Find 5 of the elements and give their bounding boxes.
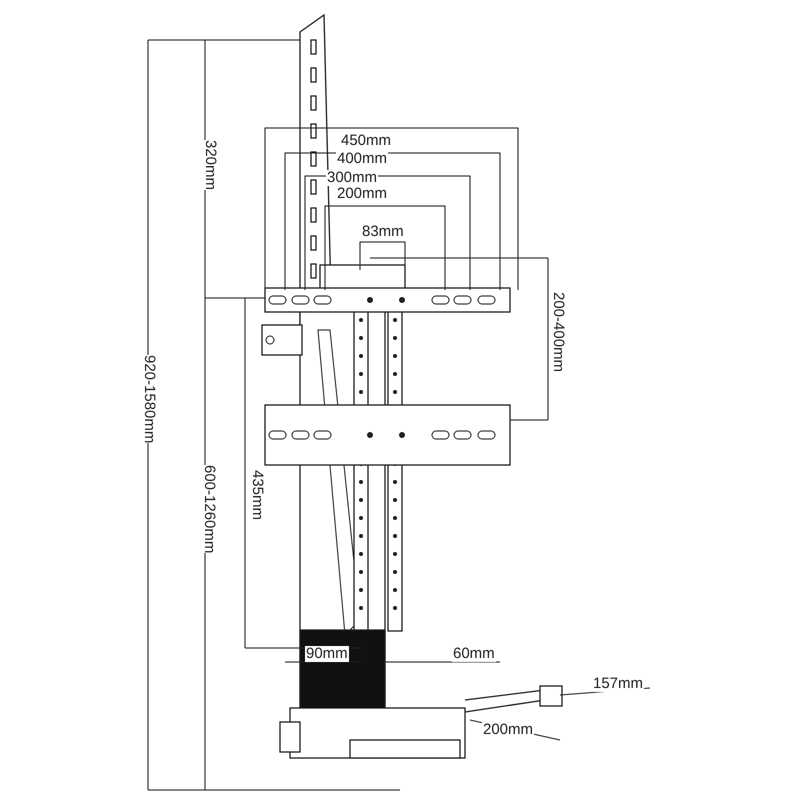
dimension-label: 90mm xyxy=(305,646,349,662)
dimension-label: 157mm xyxy=(592,676,644,692)
dimension-label: 60mm xyxy=(452,646,496,662)
dimension-label: 200mm xyxy=(482,722,534,738)
dimension-label: 300mm xyxy=(326,170,378,186)
